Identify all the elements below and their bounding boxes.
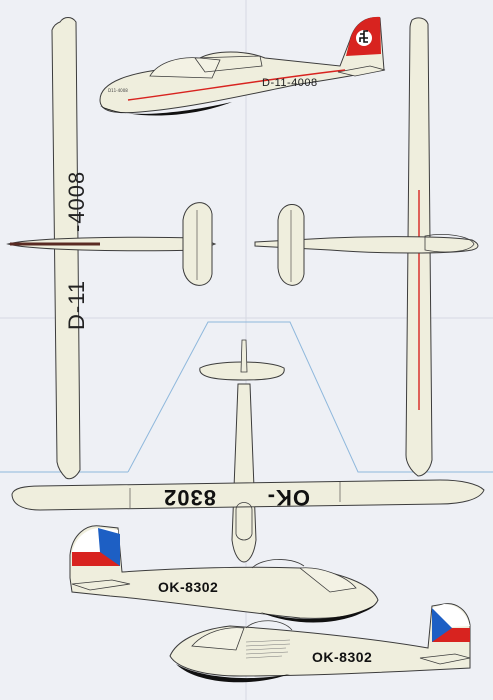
czech-wing-top (11, 479, 485, 511)
czech-canopy-side-1 (298, 567, 357, 593)
german-skid-black (100, 102, 232, 116)
czech-flag-blue (98, 528, 120, 566)
czech-skid-2 (176, 664, 290, 683)
czech-side-registration-2: OK-8302 (312, 649, 372, 665)
czech-skid-1 (260, 604, 376, 623)
czech-tailplane-side-2 (419, 653, 471, 665)
czech-fuselage-top (231, 383, 257, 563)
swastika-emblem (359, 30, 368, 43)
czech-tailplane-side-1 (71, 579, 131, 591)
german-canopy-bottom (424, 234, 475, 253)
german-top-reg-right: -4008 (64, 171, 89, 232)
czech-canopy-top (235, 502, 253, 541)
czech-side-view-2: OK-8302 (169, 603, 471, 683)
german-wing-root (194, 55, 263, 73)
czech-wing-root-2 (245, 620, 293, 631)
cut-guide-line (127, 321, 493, 473)
german-tailplane-top (182, 202, 213, 286)
german-tailplane-side (337, 65, 386, 77)
czech-side-view-1: OK-8302 (69, 525, 379, 623)
german-canopy (149, 57, 221, 79)
german-fuselage-top (6, 236, 217, 252)
german-small-marking: D11-4008 (108, 88, 128, 93)
german-cheat-line (127, 69, 346, 101)
czech-top-reg-right: 8302 (163, 485, 216, 510)
german-top-reg-left: D-11 (64, 280, 89, 330)
czech-top-reg-left: OK- (267, 485, 310, 510)
german-side-view: D-11-4008 D11-4008 (99, 16, 386, 116)
czech-fuselage-side-2 (169, 603, 471, 677)
czech-top-view: OK- 8302 (11, 339, 485, 563)
czech-canopy-side-2 (191, 627, 245, 651)
czech-fin-tip (240, 339, 248, 373)
german-bottom-view (254, 17, 479, 477)
czech-flag-blue-2 (432, 608, 452, 642)
german-top-view: D-11 -4008 (6, 17, 217, 480)
czech-fuselage-side-1 (69, 525, 379, 619)
german-side-registration: D-11-4008 (262, 77, 318, 89)
czech-side-registration-1: OK-8302 (158, 579, 218, 595)
czech-small-text-block (245, 639, 291, 659)
czech-wing-root-1 (251, 559, 305, 569)
german-fuselage-bottom (254, 236, 479, 254)
czech-wing-panel-lines (129, 482, 341, 508)
